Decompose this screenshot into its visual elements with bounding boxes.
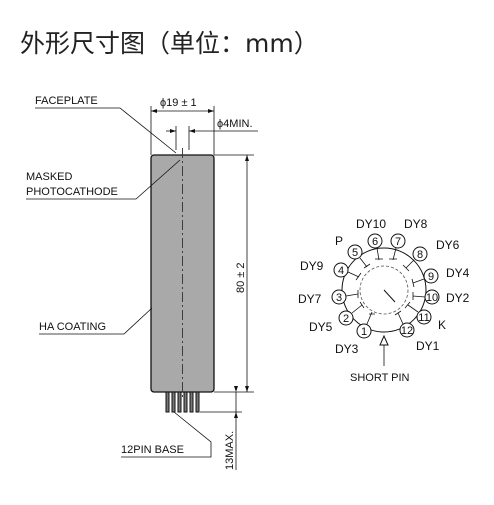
- page-title: 外形尺寸图（单位：mm）: [20, 29, 319, 58]
- pin-12: [399, 322, 415, 338]
- label-dy4: DY4: [446, 266, 470, 280]
- pin-1: [356, 323, 372, 339]
- label-k: K: [438, 318, 446, 332]
- pin-number: 11: [418, 312, 429, 324]
- pin-number: 9: [428, 271, 434, 283]
- pin-number: 2: [343, 313, 349, 325]
- masked-label-line1: MASKED: [26, 171, 73, 183]
- pin-5: [347, 244, 363, 260]
- pin-number: 3: [336, 292, 342, 304]
- pin-11: [416, 309, 432, 325]
- tube-pins: [165, 391, 200, 413]
- pin-3: [331, 289, 347, 305]
- ha-coating-label: HA COATING: [39, 321, 106, 333]
- label-dy1: DY1: [416, 339, 440, 353]
- label-dy5: DY5: [309, 320, 333, 334]
- pin-7: [390, 233, 406, 249]
- short-pin-marker: [379, 334, 389, 346]
- diameter-dimension-label: ϕ19 ± 1: [160, 97, 197, 109]
- window-dimension-label: ϕ4MIN.: [217, 118, 253, 130]
- short-pin-label: SHORT PIN: [350, 372, 410, 384]
- pin-4: [333, 262, 349, 278]
- pin-number: 8: [417, 249, 423, 261]
- length-dimension-label: 80 ± 2: [235, 262, 247, 293]
- label-dy3: DY3: [335, 342, 359, 356]
- base-pin-diagram: SHORT PIN 1 2 3 4 5 6 7 8 9 10: [298, 217, 470, 384]
- pin-2: [338, 310, 354, 326]
- label-dy8: DY8: [404, 217, 428, 231]
- pin-number: 7: [395, 236, 401, 248]
- masked-label-line2: PHOTOCATHODE: [26, 186, 118, 198]
- pin-number: 1: [361, 326, 367, 338]
- label-dy2: DY2: [446, 291, 470, 305]
- label-dy9: DY9: [300, 259, 324, 273]
- base-outline: [341, 247, 427, 333]
- faceplate-label: FACEPLATE: [35, 95, 98, 107]
- pin-9: [423, 268, 439, 284]
- label-p: P: [335, 234, 343, 248]
- pin-number: 6: [372, 236, 378, 248]
- pin-base-label: 12PIN BASE: [121, 444, 184, 456]
- pin-number: 5: [352, 247, 358, 259]
- pin-number: 4: [338, 265, 344, 277]
- label-dy6: DY6: [436, 238, 460, 252]
- label-dy10: DY10: [356, 217, 386, 231]
- label-dy7: DY7: [298, 292, 322, 306]
- pin-6: [367, 233, 383, 249]
- pin-8: [412, 246, 428, 262]
- pin-number: 12: [401, 325, 413, 337]
- pin-number: 10: [426, 292, 438, 304]
- base-dimension-label: 13MAX.: [224, 431, 236, 470]
